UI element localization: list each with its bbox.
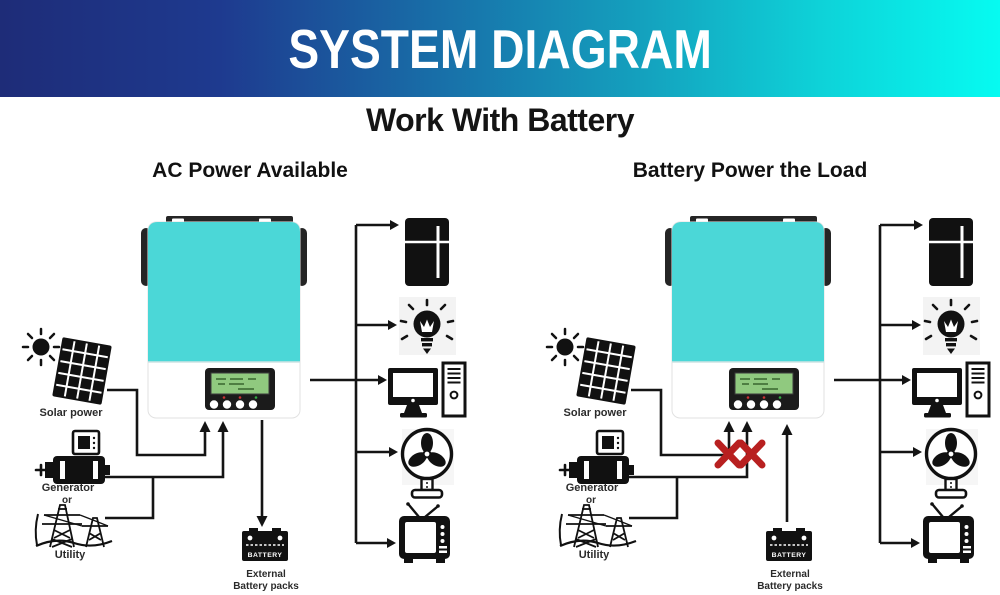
computer-icon [912, 361, 991, 418]
utility-label: Utility [55, 549, 86, 561]
inverter-teal-body [148, 222, 300, 362]
wire-solar-to-inverter [107, 388, 207, 457]
external-battery-label-line1: External [246, 569, 286, 580]
bulb-icon [399, 297, 456, 355]
fan-icon [400, 427, 454, 499]
bulb-icon [923, 297, 980, 355]
external-battery-label-line1: External [770, 569, 810, 580]
fridge-icon [929, 218, 973, 286]
inverter [665, 216, 831, 419]
arrowheads [199, 220, 399, 548]
blocked-cross-marks [714, 439, 766, 469]
wire-generator-to-inverter [100, 430, 225, 479]
wires [624, 223, 915, 545]
battery-icon-label: BATTERY [248, 552, 283, 559]
inverter-display [205, 368, 275, 410]
subtitle: Work With Battery [366, 102, 634, 138]
tv-icon [923, 502, 974, 563]
solar-power-label: Solar power [564, 407, 628, 419]
tv-icon [399, 502, 450, 563]
battery-icon-label: BATTERY [772, 552, 807, 559]
arrow-inverter-to-battery [256, 420, 268, 527]
sun-icon [545, 327, 585, 367]
utility-label: Utility [579, 549, 610, 561]
sun-icon [21, 327, 61, 367]
arrowheads [723, 220, 923, 548]
inverter-buttons [209, 400, 258, 409]
inverter [141, 216, 307, 419]
generator-icon [34, 429, 110, 484]
inverter-teal-body [672, 222, 824, 362]
battery-icon: BATTERY [766, 528, 812, 561]
diagram-battery-mode: Solar power Generator or [545, 216, 991, 592]
generator-icon [558, 429, 634, 484]
fan-icon [924, 427, 978, 499]
inverter-buttons [733, 400, 782, 409]
arrow-battery-to-inverter [781, 424, 793, 522]
or-label: or [586, 495, 596, 506]
utility-icon [34, 504, 113, 548]
fridge-icon [405, 218, 449, 286]
external-battery-label-line2: Battery packs [233, 581, 299, 592]
or-label: or [62, 495, 72, 506]
wires [100, 223, 391, 545]
generator-label: Generator [566, 482, 619, 494]
page-title: SYSTEM DIAGRAM [288, 17, 712, 80]
battery-icon: BATTERY [242, 528, 288, 561]
computer-icon [388, 361, 467, 418]
wire-utility-join [629, 477, 679, 520]
banner: SYSTEM DIAGRAM [0, 0, 1000, 97]
right-section-heading: Battery Power the Load [632, 159, 868, 182]
solar-power-label: Solar power [40, 407, 104, 419]
bulb-rays [923, 298, 979, 341]
external-battery-label-line2: Battery packs [757, 581, 823, 592]
lcd-readout [740, 378, 780, 390]
inverter-display [729, 368, 799, 410]
generator-label: Generator [42, 482, 95, 494]
lcd-readout [216, 378, 256, 390]
bulb-rays [399, 298, 455, 341]
wire-utility-join [105, 477, 155, 520]
solar-panel-icon [576, 337, 636, 405]
solar-panel-icon [52, 337, 112, 405]
left-section-heading: AC Power Available [152, 159, 348, 182]
utility-icon [558, 504, 637, 548]
wire-solar-to-inverter [631, 388, 731, 457]
diagram-ac-mode: Solar power Generator or [21, 216, 467, 592]
